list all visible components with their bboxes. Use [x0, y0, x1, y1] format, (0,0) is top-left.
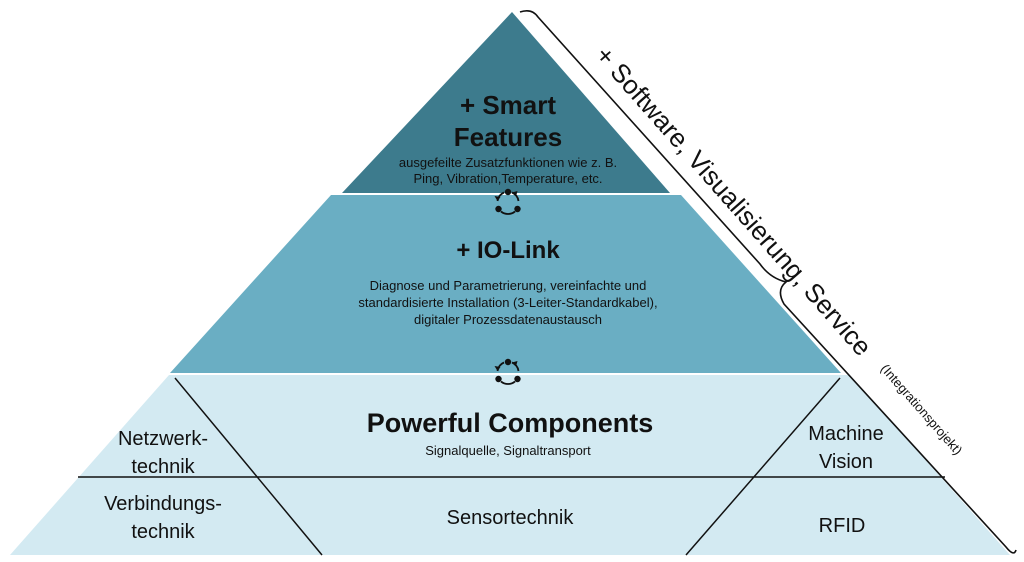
middle-desc-line2: standardisierte Installation (3-Leiter-S…	[358, 295, 657, 310]
cell-verbindung-line1: Verbindungs-	[104, 493, 222, 515]
cell-machine-vision-line1: Machine	[808, 423, 884, 445]
bottom-tier	[10, 375, 1010, 555]
top-tier	[342, 12, 670, 193]
cell-machine-vision-line2: Vision	[819, 451, 873, 473]
middle-tier	[170, 195, 841, 373]
top-desc-line1: ausgefeilte Zusatzfunktionen wie z. B.	[399, 155, 617, 170]
middle-title: + IO-Link	[456, 237, 560, 264]
cell-verbindung-line2: technik	[131, 521, 195, 543]
top-title-line2: Features	[454, 122, 562, 152]
top-desc-line2: Ping, Vibration,Temperature, etc.	[413, 171, 602, 186]
middle-desc-line3: digitaler Prozessdatenaustausch	[414, 312, 602, 327]
cycle-icon	[494, 188, 521, 215]
cell-netzwerk-line2: technik	[131, 456, 195, 478]
bottom-title: Powerful Components	[367, 408, 654, 438]
cell-sensortechnik: Sensortechnik	[447, 507, 575, 529]
top-title-line1: + Smart	[460, 90, 556, 120]
cell-rfid: RFID	[819, 515, 866, 537]
curly-brace	[519, 10, 1017, 554]
cycle-icon	[494, 358, 521, 385]
right-diagonal-divider	[685, 377, 841, 556]
left-diagonal-divider	[174, 377, 323, 556]
middle-desc-line1: Diagnose und Parametrierung, vereinfacht…	[370, 278, 647, 293]
cell-netzwerk-line1: Netzwerk-	[118, 428, 208, 450]
bottom-subtitle: Signalquelle, Signaltransport	[425, 443, 591, 458]
